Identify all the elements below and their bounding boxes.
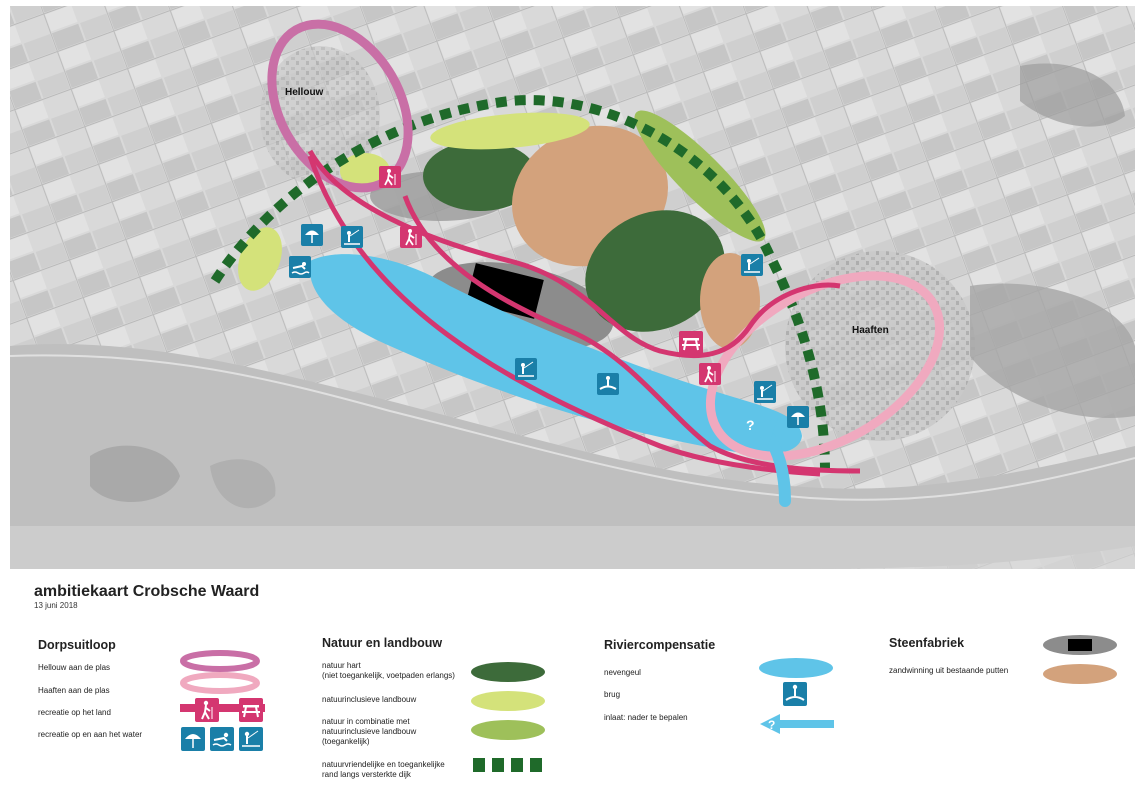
steenfabriek-symbols [1043,635,1117,684]
legend-item-dijk-rand: natuurvriendelijke en toegankelijke rand… [322,760,445,779]
nevengeul-symbol [759,658,833,678]
bridge-icon [783,682,807,706]
legend-item-natuur-combi: natuur in combinatie met natuurinclusiev… [322,717,417,746]
svg-text:?: ? [746,417,755,433]
map-canvas: Hellouw Haaften ? [9,6,1135,569]
heading-riviercompensatie: Riviercompensatie [604,638,716,652]
legend-item-hellouw: Hellouw aan de plas [38,663,111,672]
fishing-icon [515,358,537,380]
question-mark-icon: ? [768,718,775,732]
beach-umbrella-icon [181,727,205,751]
legend-item-haaften: Haaften aan de plas [38,686,110,695]
question-mark-icon: ? [746,417,755,433]
fishing-icon [239,727,263,751]
route-symbol [180,704,265,712]
hiker-icon [400,226,422,248]
legend-item-brug: brug [604,690,621,699]
ambition-map: Hellouw Haaften ? [9,6,1135,569]
map-title: ambitiekaart Crobsche Waard [34,583,260,600]
hiker-icon [379,166,401,188]
haaften-ring [705,271,945,461]
picnic-table-icon [679,331,703,355]
natuurinclusieve-landbouw [340,153,390,189]
hiker-icon [195,698,219,722]
bridge-icon [597,373,619,395]
natuur-symbols [471,662,545,772]
natuur-hart [585,210,725,332]
fishing-icon [754,381,776,403]
hellouw-ring-symbol [180,650,260,672]
beach-umbrella-icon [787,406,809,428]
factory-symbol [1068,639,1092,651]
legend-item-natuurinclusief: natuurinclusieve landbouw [322,695,417,704]
floodplain-lake [90,445,180,503]
heading-natuur: Natuur en landbouw [322,636,443,650]
fishing-icon [741,254,763,276]
natuurinclusief-symbol [471,691,545,711]
legend-item-zandwinning: zandwinning uit bestaande putten [889,666,1009,675]
swimmer-icon [210,727,234,751]
legend-item-recreatie-land: recreatie op het land [38,708,111,717]
natuur-combi-symbol [471,720,545,740]
recreation-route [307,155,821,477]
floodplain-lake [210,459,276,509]
legend-item-inlaat: inlaat: nader te bepalen [604,713,688,722]
natuur-hart [423,141,537,211]
fishing-icon [341,226,363,248]
dorpsuitloop-symbols [180,650,265,712]
heading-dorpsuitloop: Dorpsuitloop [38,638,116,652]
haaften-ring-symbol [180,672,260,694]
natuur-hart-symbol [471,662,545,682]
label-haaften: Haaften [852,325,889,336]
legend-panel: ambitiekaart Crobsche Waard 13 juni 2018… [0,569,1135,808]
label-hellouw: Hellouw [285,87,324,98]
natuurinclusieve-landbouw [238,227,282,291]
inlet-arrow-symbol: ? [760,714,834,734]
picnic-table-icon [239,698,263,722]
legend-item-natuur-hart: natuur hart (niet toegankelijk, voetpade… [322,661,455,680]
legend-item-recreatie-water: recreatie op en aan het water [38,730,143,739]
zandwinning-symbol [1043,664,1117,684]
swimmer-icon [289,256,311,278]
natuurinclusieve-landbouw [430,112,590,150]
nevengeul [309,254,802,455]
recreation-route [307,149,841,359]
heading-steenfabriek: Steenfabriek [889,636,965,650]
beach-umbrella-icon [301,224,323,246]
recreation-route [402,195,861,474]
hellouw-village [260,46,380,186]
legend-item-nevengeul: nevengeul [604,668,641,677]
hiker-icon [699,363,721,385]
map-date: 13 juni 2018 [34,601,78,610]
zandwinning [700,253,760,349]
